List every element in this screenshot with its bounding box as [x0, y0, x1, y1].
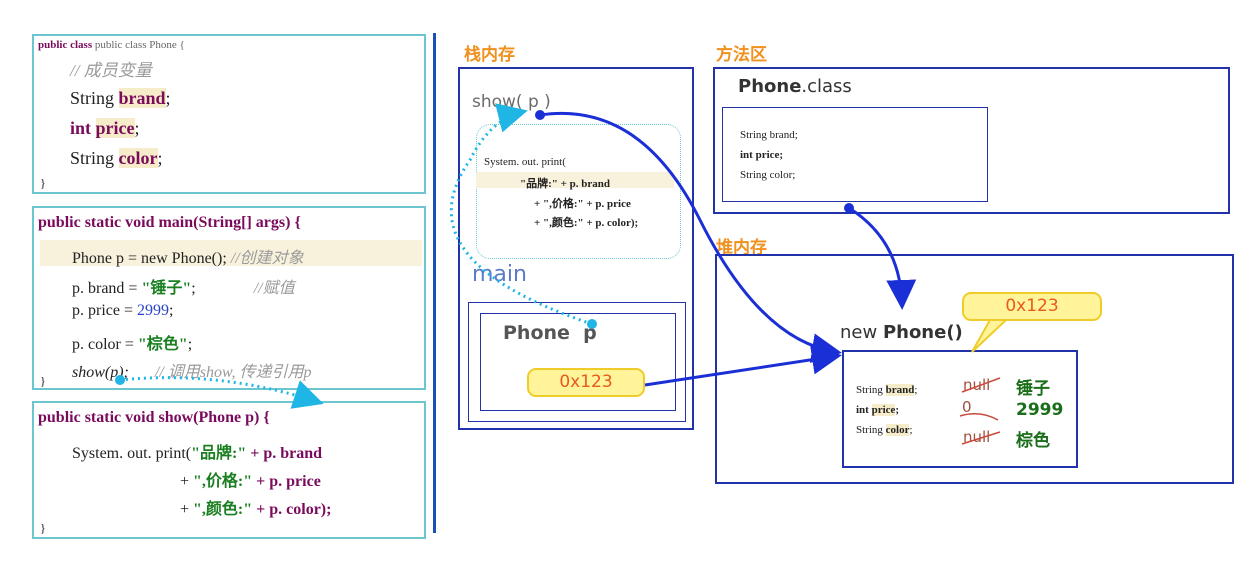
show-close-brace: }: [40, 521, 46, 535]
main-line-show: show(p);// 调用show, 传递引用p: [72, 364, 312, 381]
main-line-brand: p. brand = "锤子";//赋值: [72, 280, 295, 297]
field-color: String color;: [70, 148, 163, 168]
method-field-price: int price;: [740, 149, 784, 161]
main-line-color: p. color = "棕色";: [72, 336, 193, 353]
divider-line: [433, 33, 436, 533]
method-area-title: 方法区: [716, 45, 767, 65]
show-signature: public static void show(Phone p) {: [38, 409, 270, 426]
fields-comment: // 成员变量: [70, 61, 152, 80]
main-line-price: p. price = 2999;: [72, 302, 174, 319]
price-new-value: 2999: [1016, 400, 1064, 420]
class-code-box: public class public class Phone { // 成员变…: [32, 34, 426, 194]
class-header-text: public class Phone {: [94, 39, 185, 51]
main-code-box: public static void main(String[] args) {…: [32, 206, 426, 390]
main-signature: public static void main(String[] args) {: [38, 214, 301, 231]
heap-address-pill: 0x123: [962, 292, 1102, 321]
phone-class-label: Phone.class: [738, 76, 852, 97]
field-brand: String brand;: [70, 88, 171, 108]
show-code-box: public static void show(Phone p) { Syste…: [32, 401, 426, 539]
brand-old-null: null: [963, 376, 991, 394]
show-print-line3: + ",颜色:" + p. color);: [180, 501, 332, 518]
show-frame-label: show( p ): [472, 92, 551, 112]
show-print-line2: + ",价格:" + p. price: [180, 473, 321, 490]
stack-title: 栈内存: [464, 45, 515, 65]
class-header: public class public class Phone {: [38, 39, 185, 51]
stack-print-4: + ",颜色:" + p. color);: [534, 217, 639, 229]
method-field-color: String color;: [740, 169, 796, 181]
field-price: int price;: [70, 118, 140, 138]
stack-print-2: "品牌:" + p. brand: [520, 178, 610, 190]
new-phone-label: new Phone(): [840, 322, 963, 343]
phone-object-box: [842, 350, 1078, 468]
brand-new-value: 锤子: [1016, 379, 1050, 399]
heap-field-price: int price;: [856, 404, 900, 416]
stack-address-pill: 0x123: [527, 368, 645, 397]
main-frame-label: main: [472, 262, 527, 287]
heap-field-color: String color;: [856, 424, 913, 436]
color-old-null: null: [963, 428, 991, 446]
phone-p-variable: Phone p: [503, 322, 597, 344]
method-field-brand: String brand;: [740, 129, 798, 141]
price-old-zero: 0: [962, 398, 972, 416]
heap-field-brand: String brand;: [856, 384, 918, 396]
show-frame-dotted-box: [476, 124, 681, 259]
main-close-brace: }: [40, 374, 46, 388]
color-new-value: 棕色: [1016, 431, 1050, 451]
show-print-line1: System. out. print("品牌:" + p. brand: [72, 445, 323, 462]
class-close-brace: }: [40, 176, 46, 190]
main-line-new: Phone p = new Phone(); //创建对象: [72, 250, 304, 267]
stack-print-1: System. out. print(: [484, 156, 566, 168]
stack-print-3: + ",价格:" + p. price: [534, 198, 631, 210]
